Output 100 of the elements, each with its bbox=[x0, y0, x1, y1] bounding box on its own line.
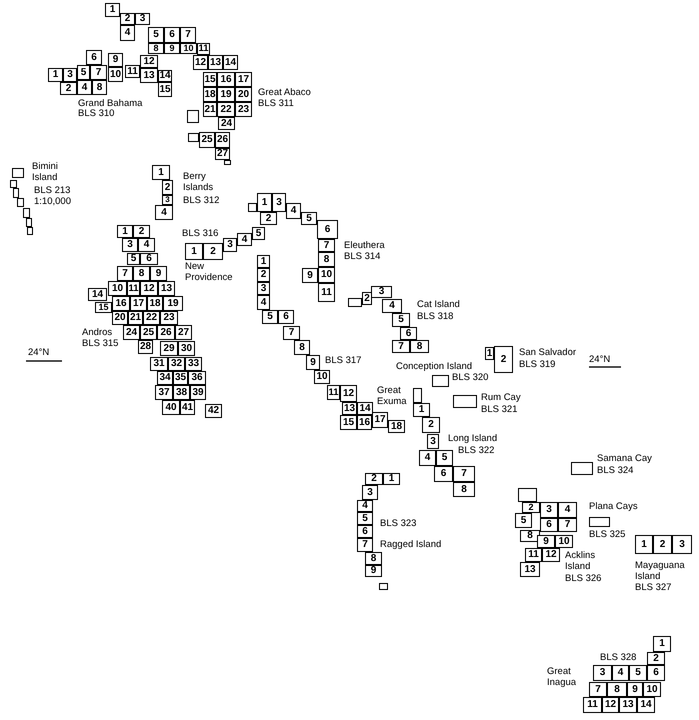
map-sheet-box bbox=[27, 227, 33, 235]
map-sheet-box: 11 bbox=[125, 65, 140, 78]
map-sheet-box: 7 bbox=[357, 538, 373, 552]
map-label: BLS 314 bbox=[344, 252, 380, 263]
map-sheet-box: 28 bbox=[138, 340, 153, 354]
map-sheet-box: 2 bbox=[260, 212, 277, 225]
map-sheet-box: 9 bbox=[108, 53, 123, 67]
map-sheet-box: 37 bbox=[155, 385, 173, 400]
map-sheet-box: 1 bbox=[653, 636, 671, 652]
map-label: 24°N bbox=[589, 355, 610, 366]
map-sheet-box bbox=[12, 168, 24, 178]
map-sheet-box: 11 bbox=[327, 385, 340, 400]
map-sheet-box: 2 bbox=[647, 652, 665, 665]
map-sheet-box bbox=[348, 298, 362, 307]
map-sheet-box: 27 bbox=[175, 325, 192, 340]
map-label: BLS 323 bbox=[380, 519, 416, 530]
map-sheet-box: 3 bbox=[223, 238, 237, 252]
map-sheet-box: 12 bbox=[602, 697, 619, 713]
map-sheet-box: 16 bbox=[357, 415, 372, 430]
map-sheet-box: 2 bbox=[522, 502, 540, 513]
map-label: Acklins Island bbox=[565, 551, 596, 573]
map-sheet-box: 4 bbox=[357, 500, 373, 512]
map-sheet-box: 5 bbox=[77, 65, 90, 80]
map-label: BLS 311 bbox=[258, 99, 294, 110]
map-sheet-box: 7 bbox=[392, 340, 410, 353]
map-sheet-box: 6 bbox=[317, 220, 338, 239]
map-sheet-box: 10 bbox=[643, 682, 661, 697]
map-sheet-box: 3 bbox=[257, 282, 270, 295]
map-sheet-box: 18 bbox=[147, 296, 163, 311]
map-sheet-box: 40 bbox=[162, 400, 180, 415]
map-sheet-box: 7 bbox=[453, 466, 475, 482]
map-sheet-box: 11 bbox=[127, 281, 140, 296]
map-sheet-box: 8 bbox=[520, 530, 540, 542]
map-sheet-box: 10 bbox=[108, 67, 123, 82]
map-sheet-box: 1 bbox=[383, 473, 400, 485]
map-sheet-box: 4 bbox=[558, 502, 577, 518]
map-sheet-box: 9 bbox=[627, 682, 643, 697]
map-sheet-box: 3 bbox=[122, 238, 138, 252]
map-sheet-box bbox=[432, 375, 449, 387]
map-sheet-box: 4 bbox=[612, 665, 629, 681]
map-sheet-box: 4 bbox=[120, 25, 135, 41]
map-sheet-box: 18 bbox=[203, 87, 217, 102]
map-sheet-box: 5 bbox=[357, 512, 373, 525]
map-sheet-box: 11 bbox=[318, 283, 335, 302]
map-sheet-box: 38 bbox=[173, 385, 190, 400]
map-sheet-box: 5 bbox=[262, 310, 278, 324]
map-label: Great Abaco bbox=[258, 88, 311, 99]
map-sheet-box: 5 bbox=[515, 513, 532, 528]
map-sheet-box: 10 bbox=[555, 535, 573, 548]
map-sheet-box: 20 bbox=[235, 87, 252, 102]
map-sheet-box bbox=[248, 203, 257, 212]
map-sheet-box: 6 bbox=[357, 525, 373, 538]
map-sheet-box: 14 bbox=[637, 697, 655, 713]
map-sheet-box: 1 bbox=[413, 403, 430, 417]
map-sheet-box: 25 bbox=[199, 132, 215, 148]
map-sheet-box: 13 bbox=[158, 281, 175, 296]
map-sheet-box: 3 bbox=[63, 68, 77, 82]
map-sheet-box: 2 bbox=[362, 292, 372, 305]
map-sheet-box: 12 bbox=[140, 281, 158, 296]
map-sheet-box: 4 bbox=[77, 80, 92, 95]
map-sheet-box: 6 bbox=[140, 253, 158, 265]
map-sheet-box: 3 bbox=[427, 434, 439, 449]
map-sheet-box: 2 bbox=[422, 417, 440, 433]
map-label: Rum Cay bbox=[481, 393, 521, 404]
map-sheet-box: 2 bbox=[365, 473, 383, 485]
map-sheet-box: 8 bbox=[294, 340, 310, 355]
map-sheet-box bbox=[188, 133, 199, 142]
map-sheet-box: 12 bbox=[340, 385, 357, 402]
map-sheet-box: 2 bbox=[257, 268, 270, 282]
map-sheet-box: 2 bbox=[653, 535, 672, 554]
map-sheet-box: 10 bbox=[314, 370, 330, 384]
map-label: BLS 324 bbox=[597, 466, 634, 477]
map-sheet-box: 4 bbox=[286, 203, 301, 219]
map-sheet-box: 22 bbox=[217, 102, 235, 117]
map-sheet-box: 6 bbox=[647, 665, 665, 681]
map-label: Andros bbox=[82, 328, 112, 339]
map-sheet-box: 4 bbox=[155, 205, 173, 220]
map-sheet-box: 5 bbox=[148, 27, 164, 43]
map-label: BLS 322 bbox=[458, 446, 494, 457]
map-sheet-box: 8 bbox=[92, 80, 107, 95]
map-sheet-box bbox=[224, 160, 231, 165]
map-sheet-box: 32 bbox=[168, 357, 185, 371]
map-sheet-box: 23 bbox=[235, 102, 252, 117]
map-sheet-box: 15 bbox=[203, 72, 217, 87]
map-label: Berry Islands bbox=[183, 172, 214, 194]
map-sheet-box: 2 bbox=[133, 225, 150, 238]
map-sheet-box bbox=[571, 462, 593, 475]
map-sheet-box: 20 bbox=[112, 311, 128, 325]
map-label: BLS 317 bbox=[325, 356, 362, 367]
map-sheet-box: 1 bbox=[117, 225, 133, 238]
map-sheet-box: 3 bbox=[272, 193, 286, 212]
map-sheet-box: 14 bbox=[158, 70, 172, 82]
map-sheet-box: 6 bbox=[400, 327, 417, 340]
map-sheet-box: 2 bbox=[162, 180, 173, 195]
map-sheet-box bbox=[10, 180, 17, 188]
map-label: Ragged Island bbox=[380, 540, 442, 551]
map-sheet-box bbox=[413, 388, 422, 403]
map-sheet-box: 14 bbox=[88, 288, 107, 301]
map-sheet-box: 36 bbox=[188, 371, 206, 385]
map-label: BLS 326 bbox=[565, 574, 602, 585]
